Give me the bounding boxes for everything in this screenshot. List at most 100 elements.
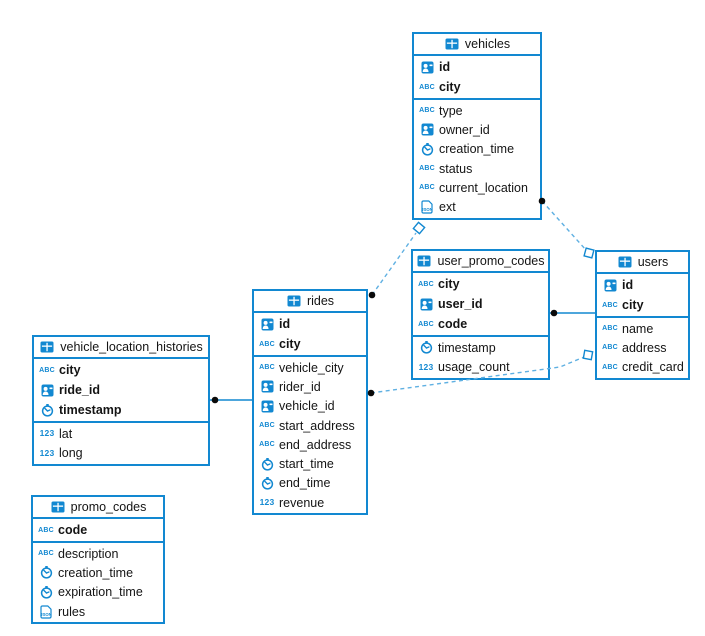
column-row-timestamp: timestamp [413,338,548,357]
id-badge-icon [418,298,434,311]
table-grid-icon [444,38,460,50]
one-side-marker [582,349,594,361]
column-row-city: ABC city [254,334,366,354]
svg-text:JSON: JSON [40,612,51,617]
table-header: rides [254,291,366,313]
string-type-icon: ABC [602,301,618,309]
id-badge-icon [259,380,275,393]
string-type-icon: ABC [602,325,618,333]
column-row-id: id [254,314,366,334]
column-name: long [59,445,83,460]
timestamp-type-icon [38,585,54,599]
column-name: creation_time [58,565,134,580]
column-name: city [59,363,81,377]
column-name: rules [58,604,86,619]
column-row-city: ABC city [597,295,688,315]
timestamp-type-icon [38,566,54,580]
table-grid-icon [39,341,55,353]
column-row-long: 123 long [34,443,208,462]
table-header: vehicle_location_histories [34,337,208,359]
timestamp-type-icon [259,457,275,471]
table-title: user_promo_codes [437,254,545,268]
number-type-icon: 123 [418,361,434,372]
string-type-icon: ABC [259,340,275,348]
relationship-user_promo_codes-to-users [550,309,595,317]
column-name: vehicle_id [279,399,335,414]
column-name: city [279,337,301,351]
json-type-icon: JSON [38,604,54,619]
column-row-user_id: user_id [413,294,548,314]
id-badge-icon [419,123,435,136]
string-type-icon: ABC [419,184,435,192]
column-row-timestamp: timestamp [34,400,208,420]
one-side-marker [412,221,426,235]
number-type-icon: 123 [39,428,55,439]
column-name: id [439,60,451,74]
id-badge-icon [259,400,275,413]
many-side-dot-marker [367,389,375,397]
string-type-icon: ABC [418,320,434,328]
column-name: description [58,546,119,561]
column-name: id [279,317,291,331]
timestamp-type-icon [259,476,275,490]
column-name: owner_id [439,122,490,137]
table-grid-icon [416,255,432,267]
one-side-marker [583,247,595,259]
many-side-dot-marker [368,291,376,299]
column-name: city [438,277,460,291]
table-header: vehicles [414,34,540,56]
string-type-icon: ABC [38,550,54,558]
string-type-icon: ABC [259,441,275,449]
id-badge-icon [419,61,435,74]
number-type-icon: 123 [39,447,55,458]
column-name: status [439,161,473,176]
many-side-dot-marker [211,396,219,404]
timestamp-type-icon [418,341,434,354]
number-type-icon: 123 [259,497,275,508]
table-header: users [597,252,688,274]
column-row-end_time: end_time [254,474,366,493]
string-type-icon: ABC [38,526,54,534]
column-name: type [439,103,463,118]
column-row-creation_time: creation_time [33,563,163,582]
column-name: city [622,298,644,312]
column-row-rider_id: rider_id [254,377,366,396]
timestamp-type-icon [39,403,55,417]
column-row-revenue: 123 revenue [254,493,366,512]
json-type-icon: JSON [419,200,435,214]
table-title: promo_codes [70,500,147,514]
string-type-icon: ABC [39,366,55,374]
column-name: revenue [279,495,325,510]
column-name: city [439,80,461,94]
column-name: start_address [279,418,355,433]
